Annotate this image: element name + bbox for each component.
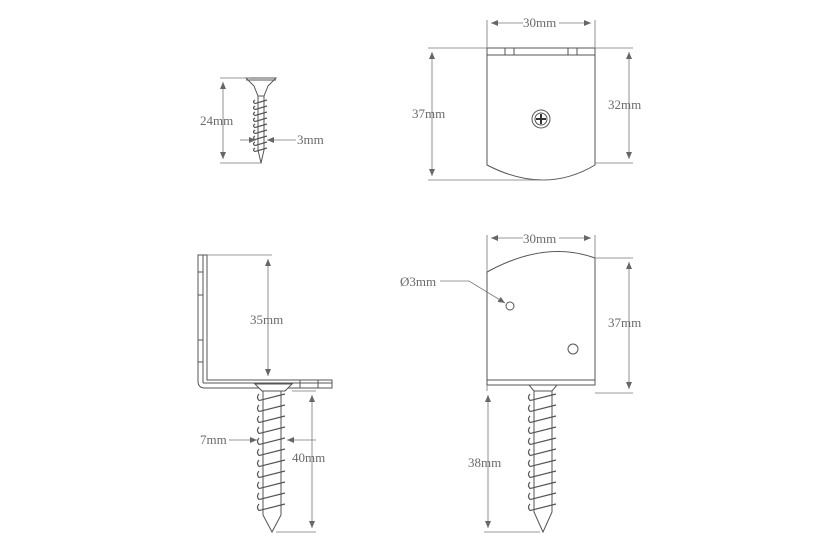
plate-back-width-label: 30mm bbox=[523, 231, 556, 246]
bracket-side-view: 35mm 7mm 40mm bbox=[197, 254, 333, 534]
small-screw-length-label: 24mm bbox=[200, 113, 233, 128]
bracket-upright-label: 35mm bbox=[250, 312, 283, 327]
side-screw-thread bbox=[256, 459, 286, 468]
small-screw-thread bbox=[252, 117, 268, 123]
side-screw-thread bbox=[256, 426, 286, 435]
back-screw-thread bbox=[527, 415, 557, 424]
mounting-hole-large bbox=[567, 343, 579, 355]
plate-back-screw-length-label: 38mm bbox=[468, 455, 501, 470]
small-screw bbox=[244, 77, 278, 164]
side-screw-thread bbox=[256, 470, 286, 479]
back-screw-thread bbox=[527, 470, 557, 479]
back-screw-thread bbox=[527, 426, 557, 435]
small-screw-thread bbox=[252, 111, 268, 117]
small-screw-thread bbox=[252, 129, 268, 135]
plate-front bbox=[486, 47, 596, 181]
side-screw-thread bbox=[256, 393, 286, 402]
plate-front-width-label: 30mm bbox=[523, 15, 556, 30]
side-screw-thread bbox=[256, 492, 286, 501]
plate-front-view: 30mm 37mm 32mm bbox=[412, 14, 641, 181]
large-screw-back bbox=[527, 384, 559, 534]
back-screw-thread bbox=[527, 481, 557, 490]
side-screw-thread bbox=[256, 481, 286, 490]
small-screw-thread bbox=[252, 123, 268, 129]
plate-front-height-label: 37mm bbox=[412, 106, 445, 121]
small-screw-diameter-label: 3mm bbox=[297, 132, 324, 147]
side-screw-thread bbox=[256, 448, 286, 457]
side-screw-thread bbox=[256, 415, 286, 424]
plate-front-inner-height-label: 32mm bbox=[608, 97, 641, 112]
back-screw-thread bbox=[527, 448, 557, 457]
back-screw-thread bbox=[527, 503, 557, 512]
side-screw-thread bbox=[256, 404, 286, 413]
plate-back-height-label: 37mm bbox=[608, 315, 641, 330]
bracket-screw-diameter-label: 7mm bbox=[200, 432, 227, 447]
plate-back-view: 30mm 37mm Ø3mm 38mm bbox=[400, 230, 641, 534]
small-screw-thread bbox=[252, 147, 268, 153]
back-screw-thread bbox=[527, 492, 557, 501]
plate-back bbox=[486, 251, 596, 386]
small-screw-thread bbox=[252, 105, 268, 111]
small-screw-thread bbox=[252, 99, 268, 105]
small-screw-view: 24mm 3mm bbox=[200, 77, 324, 164]
back-screw-thread bbox=[527, 459, 557, 468]
back-screw-thread bbox=[527, 437, 557, 446]
mounting-hole-small bbox=[505, 301, 515, 311]
large-screw-side bbox=[253, 383, 294, 534]
side-screw-thread bbox=[256, 437, 286, 446]
bracket-side bbox=[197, 254, 333, 389]
side-screw-thread bbox=[256, 503, 286, 512]
hole-diameter-label: Ø3mm bbox=[400, 274, 436, 289]
back-screw-thread bbox=[527, 393, 557, 402]
back-screw-thread bbox=[527, 404, 557, 413]
bracket-screw-length-label: 40mm bbox=[292, 450, 325, 465]
